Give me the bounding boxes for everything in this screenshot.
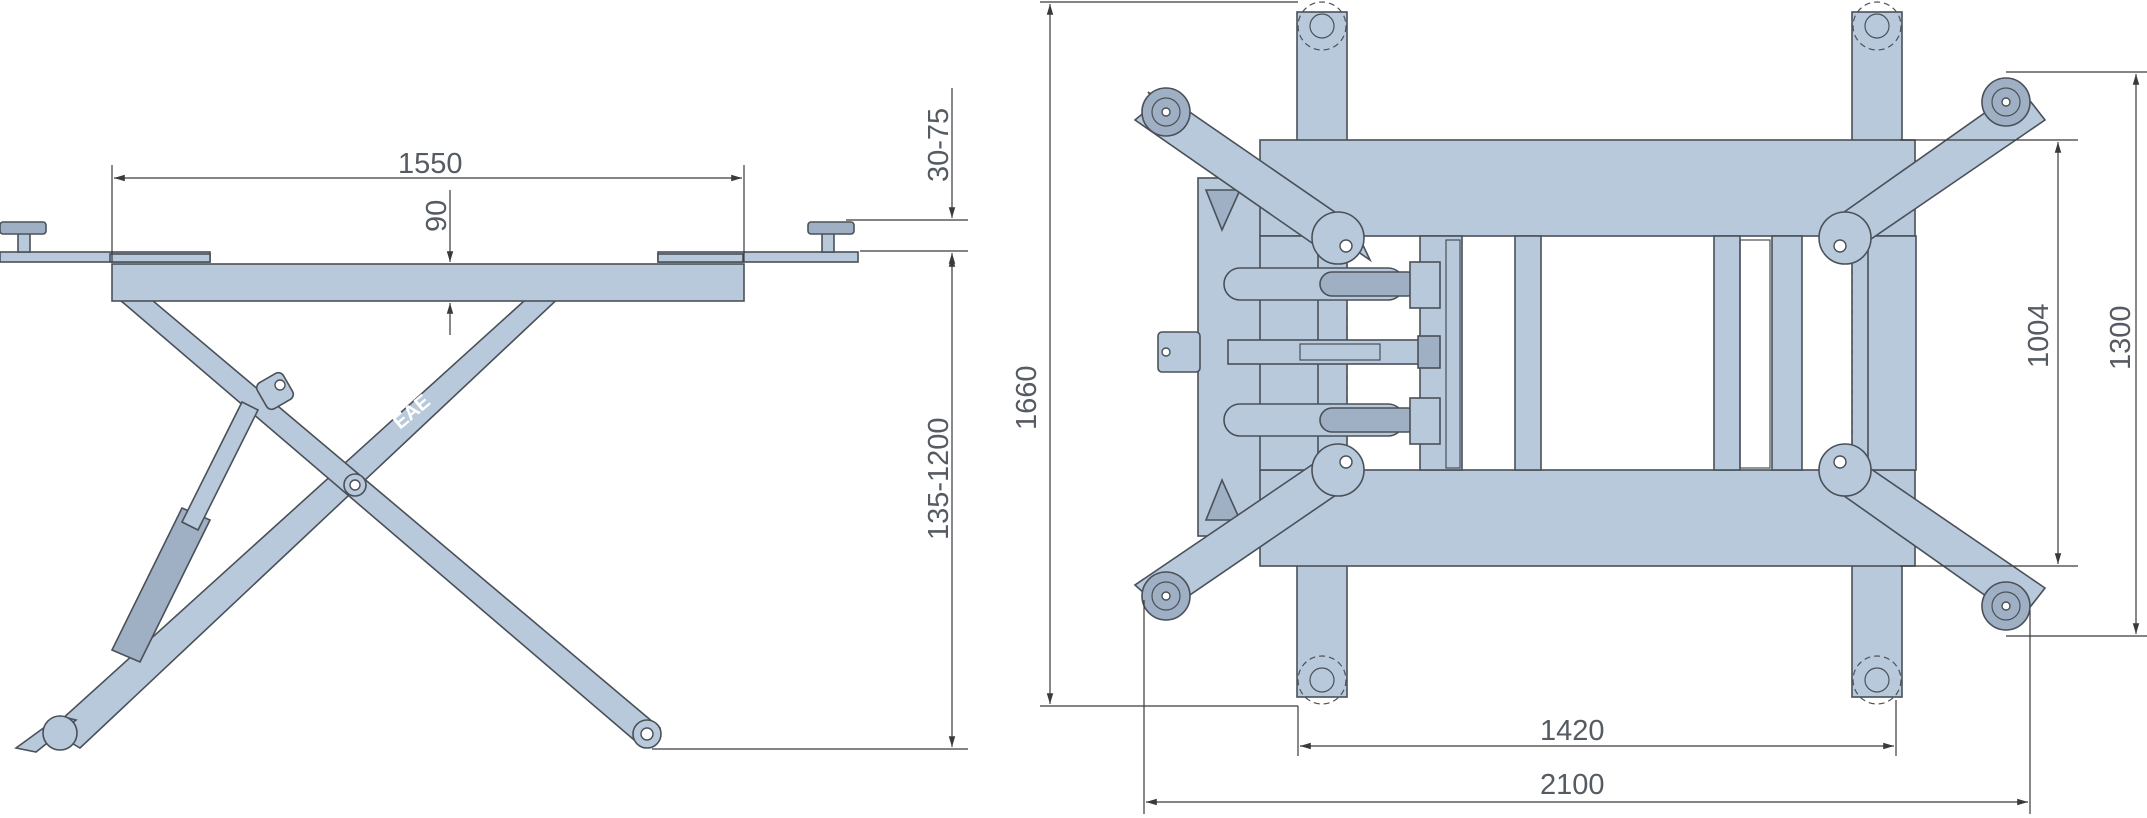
hidden-pads [1297, 1, 1902, 705]
cross-member-2 [1713, 235, 1741, 471]
dim-overall-length: 1660 [1011, 365, 1043, 430]
left-lift-pad [0, 221, 47, 253]
arm-bottom-right [1818, 443, 2047, 631]
bottom-roller [42, 715, 78, 751]
arm-top-left [1133, 87, 1372, 265]
arm-top-right [1818, 77, 2047, 265]
side-view: EAE 1550 90 30-75 135-1200 [0, 88, 968, 753]
cross-member-1 [1514, 235, 1542, 471]
valve-assembly [1227, 335, 1441, 369]
right-lift-pad [807, 221, 855, 253]
top-view: 1660 1004 1300 1420 2100 [1011, 1, 2147, 814]
scissor-arm-rising [48, 281, 567, 749]
frame-top-rail [1259, 139, 1916, 237]
dim-overall-span: 2100 [1540, 769, 1605, 801]
dim-platform-thickness: 90 [421, 200, 453, 232]
mounting-tab [1157, 331, 1201, 373]
dim-pad-spacing: 1420 [1540, 715, 1605, 747]
cylinder-rod [180, 400, 260, 532]
frame-bottom-rail [1259, 469, 1916, 567]
frame-right-end [1867, 235, 1917, 471]
cylinder-top [1223, 261, 1441, 309]
hydraulic-cylinder [110, 506, 212, 664]
dim-lift-height: 135-1200 [923, 417, 955, 540]
dim-pad-height: 30-75 [923, 108, 955, 182]
side-platform [111, 263, 745, 302]
dim-overall-width: 1300 [2105, 305, 2137, 370]
dim-platform-length: 1550 [398, 148, 463, 180]
dim-arm-spread: 1004 [2023, 303, 2055, 368]
arm-bottom-left [1133, 443, 1365, 621]
cylinder-bottom [1223, 397, 1441, 445]
